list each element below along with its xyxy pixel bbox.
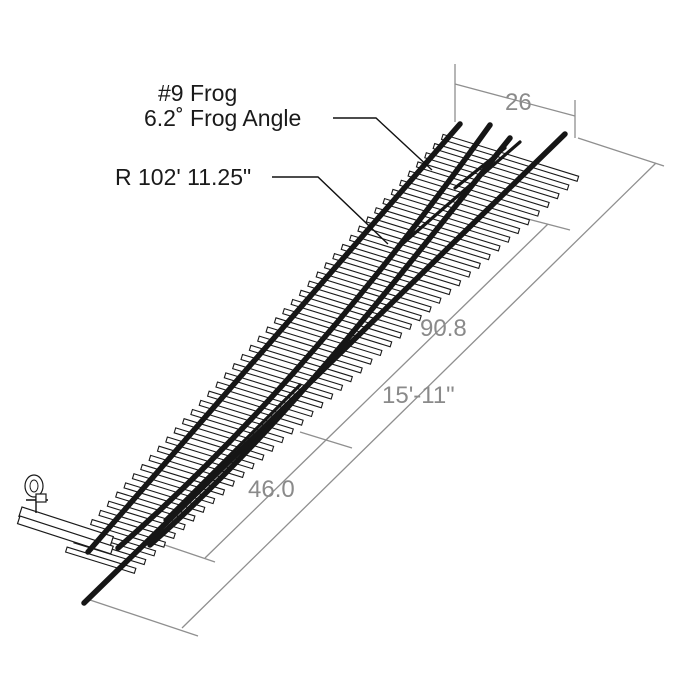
diverging-dimension-line <box>325 223 549 441</box>
overall-extension-far <box>577 137 665 167</box>
width-dimension-line <box>454 83 576 117</box>
tie <box>315 271 432 313</box>
guard-rail <box>453 146 507 190</box>
frog-angle-label: 6.2˚ Frog Angle <box>144 105 301 131</box>
diverging-rail-inner <box>115 122 493 551</box>
tie <box>348 234 472 278</box>
tie <box>323 262 442 304</box>
overall-dimension-line <box>181 162 657 629</box>
point-dimension-line <box>204 439 327 559</box>
tie <box>307 280 422 322</box>
overall-length-label: 15'-11" <box>382 382 455 409</box>
point-rail <box>163 383 302 522</box>
tie <box>290 298 403 339</box>
rails <box>81 121 568 606</box>
frog-leader-line <box>333 117 433 171</box>
switch-stand-icon <box>16 474 115 555</box>
frog-wing-rail <box>398 140 522 248</box>
frog-number-label: #9 Frog <box>158 80 237 106</box>
point-length-label: 46.0 <box>248 476 295 503</box>
radius-leader-line <box>272 176 389 245</box>
straight-rail-inner <box>85 121 463 555</box>
radius-label: R 102' 11.25" <box>115 164 251 190</box>
tie <box>390 188 521 235</box>
overall-extension-near <box>89 599 199 637</box>
diverging-rail-outer <box>147 135 513 548</box>
tie <box>332 252 452 296</box>
tie-group <box>64 133 580 574</box>
width-dimension-label: 26 <box>505 89 532 116</box>
diverging-length-label: 90.8 <box>420 315 467 342</box>
tie <box>298 289 413 331</box>
tie <box>340 243 462 287</box>
